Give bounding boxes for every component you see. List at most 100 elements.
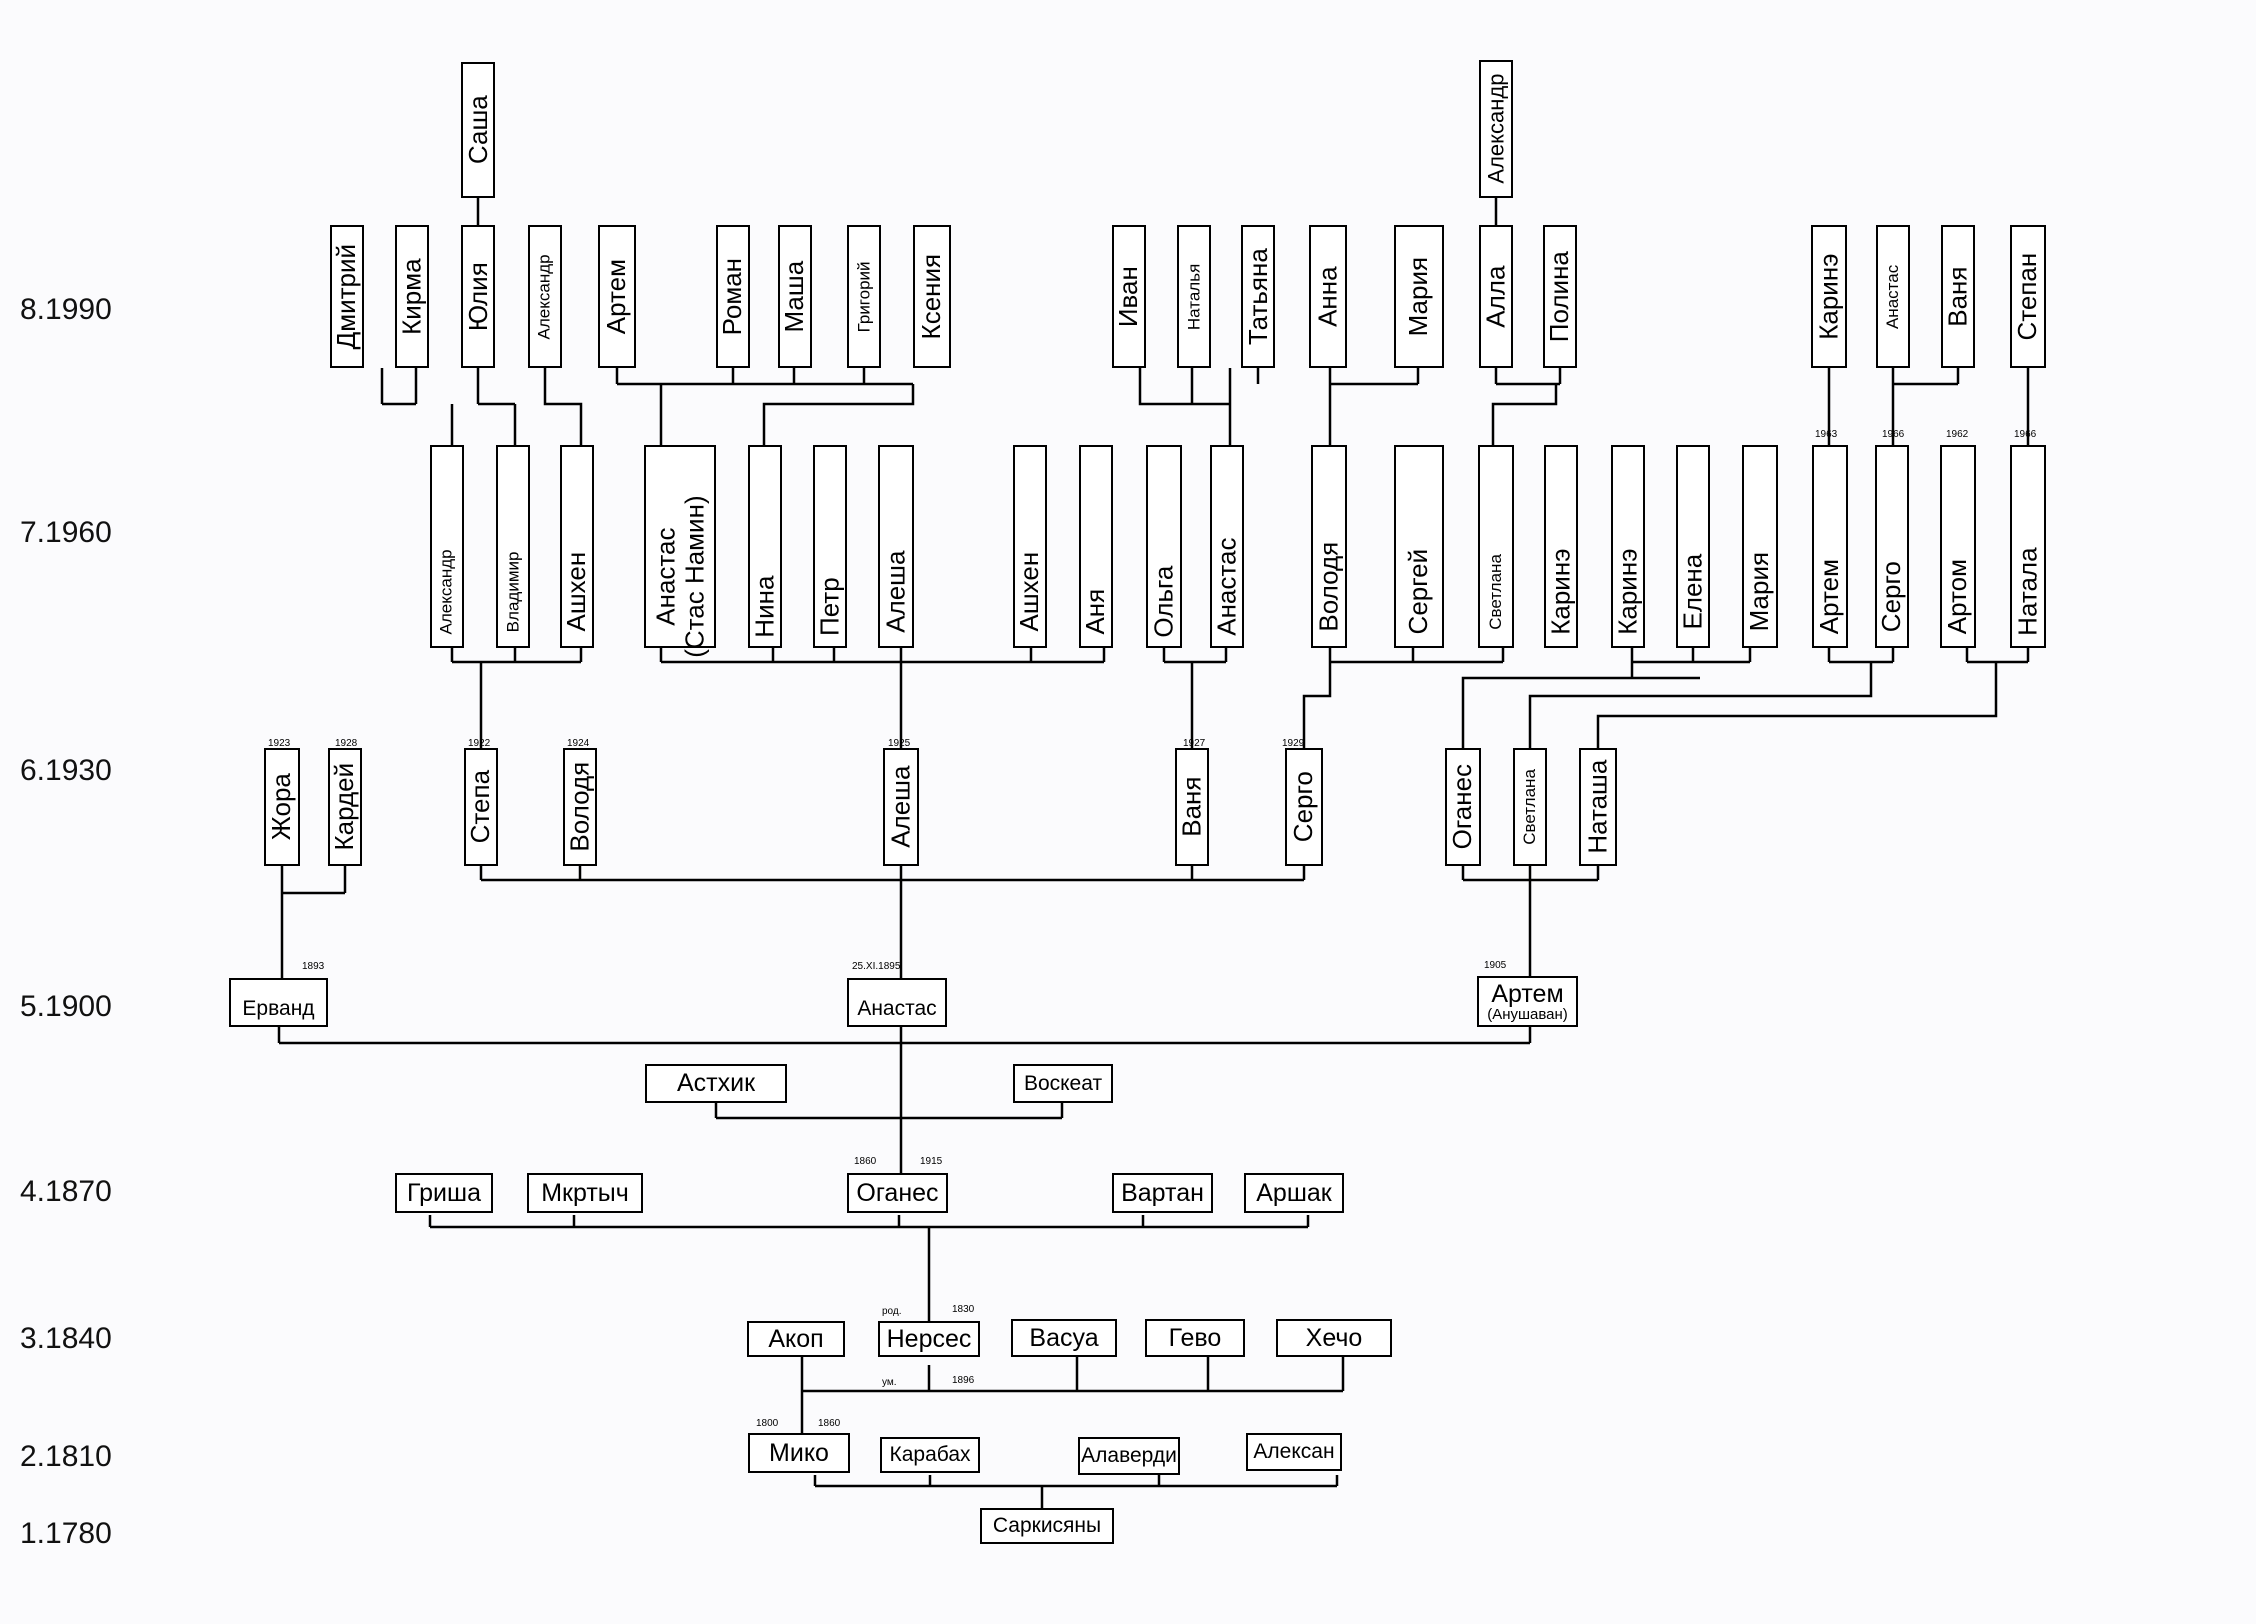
person-box: Анастас xyxy=(1876,225,1910,368)
death-year: 1860 xyxy=(818,1418,841,1429)
person-box: Мико xyxy=(748,1433,850,1473)
person-name: Александр xyxy=(535,253,555,340)
generation-label: 4.1870 xyxy=(20,1175,112,1208)
person-box: Мария xyxy=(1394,225,1444,368)
person-box: Каринэ xyxy=(1544,445,1578,648)
person-name: Мария xyxy=(1744,551,1775,632)
person-box: Ваня xyxy=(1175,748,1209,866)
person-box: Ольга xyxy=(1146,445,1182,648)
person-name: Сергей xyxy=(1403,548,1434,635)
person-name: Дмитрий xyxy=(331,243,362,350)
person-box: Кирма xyxy=(395,225,429,368)
person-box: Артем (Анушаван) xyxy=(1477,976,1578,1027)
death-year: 1896 xyxy=(952,1375,975,1386)
person-box: Ашхен xyxy=(560,445,594,648)
person-box: Мкртыч xyxy=(527,1173,643,1213)
person-box: Анна xyxy=(1309,225,1347,368)
person-box: Артем xyxy=(1812,445,1848,648)
person-box: Анастас xyxy=(1210,445,1244,648)
generation-label: 6.1930 xyxy=(20,754,112,787)
person-box: Светлана xyxy=(1513,748,1547,866)
person-name: Володя xyxy=(564,762,595,852)
person-name: Ольга xyxy=(1148,565,1179,638)
person-box: Степа xyxy=(464,748,498,866)
person-name: Петр xyxy=(814,577,845,636)
person-name: Нина xyxy=(749,575,780,638)
person-name: Маша xyxy=(779,260,810,333)
person-box: Степан xyxy=(2010,225,2046,368)
person-box: Аршак xyxy=(1244,1173,1344,1213)
person-box: Татьяна xyxy=(1241,225,1275,368)
person-box: Алаверди xyxy=(1078,1437,1180,1475)
generation-label: 5.1900 xyxy=(20,990,112,1023)
birth-year: 1927 xyxy=(1183,738,1206,749)
birth-year: 1963 xyxy=(1815,429,1838,440)
birth-year: 1800 xyxy=(756,1418,779,1429)
person-name: Кирма xyxy=(396,258,427,335)
person-box: Оганес xyxy=(847,1173,948,1213)
person-box: Алеша xyxy=(883,748,919,866)
connector-lines xyxy=(277,198,2030,1520)
birth-year: 1905 xyxy=(1484,960,1507,971)
person-name: Ксения xyxy=(916,253,947,340)
person-name: Наталья xyxy=(1184,263,1204,330)
birth-year: 1966 xyxy=(2014,429,2037,440)
generation-label: 7.1960 xyxy=(20,516,112,549)
person-name: Ваня xyxy=(1942,266,1973,327)
person-box: Каринэ xyxy=(1611,445,1645,648)
person-box: Алла xyxy=(1479,225,1513,368)
person-name: Юлия xyxy=(462,262,493,331)
birth-year: 1966 xyxy=(1882,429,1905,440)
person-box: Артом xyxy=(1940,445,1976,648)
person-box: Саркисяны xyxy=(980,1508,1114,1544)
person-name: Артом xyxy=(1942,558,1973,635)
birth-year: 1860 xyxy=(854,1156,877,1167)
death-year: 1915 xyxy=(920,1156,943,1167)
person-name: Александр xyxy=(437,548,457,635)
person-name: Светлана xyxy=(1520,769,1540,845)
person-name: Степа xyxy=(465,770,496,844)
person-box: Натала xyxy=(2010,445,2046,648)
generation-label: 3.1840 xyxy=(20,1322,112,1355)
person-name: Серго xyxy=(1876,560,1907,633)
person-box: Сергей xyxy=(1394,445,1444,648)
person-name: Владимир xyxy=(503,551,523,632)
person-box: Жора xyxy=(264,748,300,866)
person-box: Нина xyxy=(748,445,782,648)
person-name: Алеша xyxy=(885,765,916,849)
birth-year: 1929 xyxy=(1282,738,1305,749)
person-name: Ваня xyxy=(1176,776,1207,838)
person-name: Алла xyxy=(1480,265,1511,328)
person-alt-name: (Стас Намин) xyxy=(679,495,710,658)
person-name: Каринэ xyxy=(1612,548,1643,635)
person-box: Ваня xyxy=(1941,225,1975,368)
birth-year: 1924 xyxy=(567,738,590,749)
person-name: Анна xyxy=(1312,266,1343,327)
person-name: Артем xyxy=(601,258,632,335)
person-box: Алеша xyxy=(878,445,914,648)
person-name: Александр xyxy=(1483,73,1509,185)
person-box: Артем xyxy=(598,225,636,368)
generation-label: 2.1810 xyxy=(20,1440,112,1473)
person-name: Иван xyxy=(1113,265,1144,328)
person-box: Александр xyxy=(430,445,464,648)
birth-year: 1922 xyxy=(468,738,491,749)
person-name: Саша xyxy=(462,95,493,165)
person-name: Володя xyxy=(1313,541,1344,632)
person-box: Гево xyxy=(1145,1319,1245,1357)
person-box: Нерсес xyxy=(878,1321,980,1357)
person-box: Ашхен xyxy=(1013,445,1047,648)
person-box: Дмитрий xyxy=(330,225,364,368)
person-name: Кардей xyxy=(329,763,360,851)
person-box: Володя xyxy=(563,748,597,866)
person-name: Каринэ xyxy=(1545,548,1576,635)
person-name: Жора xyxy=(266,773,297,841)
person-name: Анастас xyxy=(1211,537,1242,636)
person-box: Анастас (Стас Намин) xyxy=(644,445,716,658)
person-box: Васуа xyxy=(1011,1319,1117,1357)
person-name: Степан xyxy=(2012,252,2043,341)
person-box: Саша xyxy=(461,62,495,198)
person-name: Анастас xyxy=(650,527,681,626)
birth-year: 1830 xyxy=(952,1304,975,1315)
person-box: Аня xyxy=(1079,445,1113,648)
